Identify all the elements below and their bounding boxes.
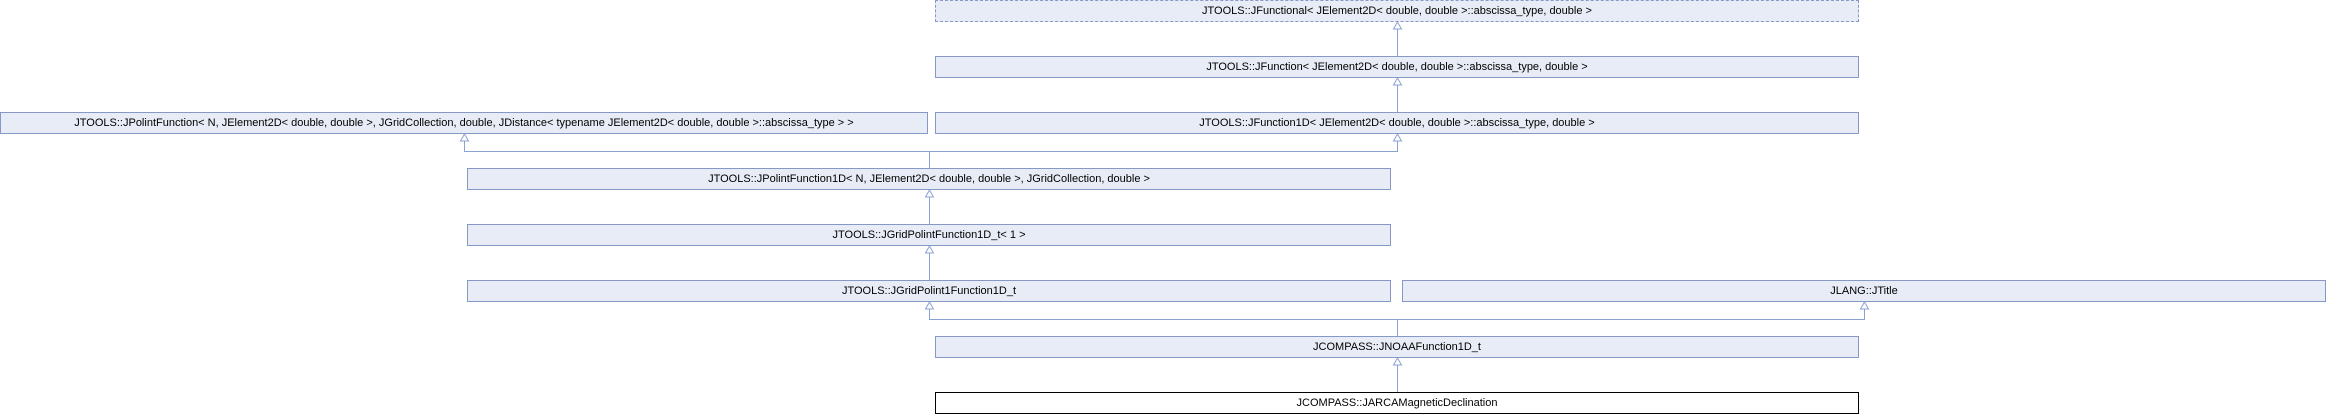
arrowhead-jfunction	[1392, 76, 1403, 86]
node-jgridpolint1function1d-t[interactable]: JTOOLS::JGridPolint1Function1D_t	[467, 280, 1391, 302]
node-jfunction[interactable]: JTOOLS::JFunction< JElement2D< double, d…	[935, 56, 1859, 78]
arrowhead-jnoaafunction1d_t	[1392, 356, 1403, 366]
node-jfunctional[interactable]: JTOOLS::JFunctional< JElement2D< double,…	[935, 0, 1859, 22]
node-jpolintfunction[interactable]: JTOOLS::JPolintFunction< N, JElement2D< …	[0, 112, 928, 134]
node-jarcamagneticdeclination: JCOMPASS::JARCAMagneticDeclination	[935, 392, 1859, 414]
node-jtitle[interactable]: JLANG::JTitle	[1402, 280, 2326, 302]
node-jnoaafunction1d-t[interactable]: JCOMPASS::JNOAAFunction1D_t	[935, 336, 1859, 358]
arrowhead-jgridpolint1function1d_t	[924, 300, 935, 310]
arrowhead-jpolintfunction1d	[924, 188, 935, 198]
arrowhead-jpolintfunction	[459, 132, 470, 142]
arrowhead-jgridpolintfunction1d_t1	[924, 244, 935, 254]
arrowhead-jfunction1d	[1392, 132, 1403, 142]
edge-jpolintfunction1d-to-jpolintfunction	[464, 139, 930, 168]
node-jgridpolintfunction1d-t1[interactable]: JTOOLS::JGridPolintFunction1D_t< 1 >	[467, 224, 1391, 246]
node-jfunction1d[interactable]: JTOOLS::JFunction1D< JElement2D< double,…	[935, 112, 1859, 134]
edge-jpolintfunction1d-to-jfunction1d	[929, 139, 1398, 168]
edge-jnoaafunction1d_t-to-jtitle	[1397, 307, 1865, 336]
arrowhead-jtitle	[1859, 300, 1870, 310]
edge-jnoaafunction1d_t-to-jgridpolint1function1d_t	[929, 307, 1398, 336]
node-jpolintfunction1d[interactable]: JTOOLS::JPolintFunction1D< N, JElement2D…	[467, 168, 1391, 190]
arrowhead-jfunctional	[1392, 20, 1403, 30]
